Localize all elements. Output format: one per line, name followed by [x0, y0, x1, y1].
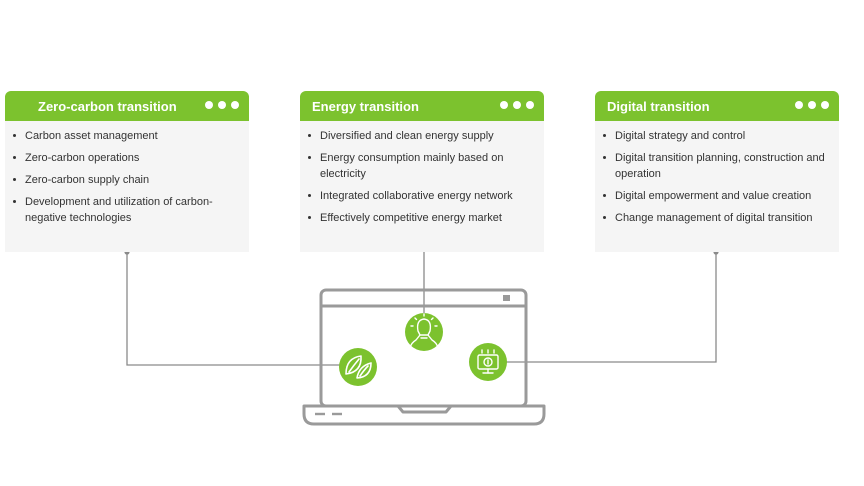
list-item: Carbon asset management — [13, 128, 239, 144]
card-title: Energy transition — [312, 98, 419, 114]
laptop-base — [302, 404, 546, 426]
camera-icon — [503, 295, 510, 301]
list-item: Change management of digital transition — [603, 210, 829, 226]
window-dots-icon — [795, 101, 829, 109]
card-list: Diversified and clean energy supply Ener… — [300, 121, 544, 226]
list-item: Zero-carbon supply chain — [13, 172, 239, 188]
list-item: Development and utilization of carbon-ne… — [13, 194, 239, 226]
list-item: Integrated collaborative energy network — [308, 188, 534, 204]
card-header: Energy transition — [300, 91, 544, 121]
list-item: Energy consumption mainly based on elect… — [308, 150, 534, 182]
card-list: Carbon asset management Zero-carbon oper… — [5, 121, 249, 226]
connector-digital — [500, 252, 717, 363]
energy-card: Energy transition Diversified and clean … — [300, 91, 544, 252]
card-title: Digital transition — [607, 98, 710, 114]
digital-screen-icon — [469, 343, 507, 381]
card-title: Zero-carbon transition — [38, 98, 177, 114]
lightbulb-icon — [405, 313, 443, 351]
list-item: Digital empowerment and value creation — [603, 188, 829, 204]
laptop-screen — [319, 288, 528, 408]
zero-carbon-card: Zero-carbon transition Carbon asset mana… — [5, 91, 249, 252]
card-list: Digital strategy and control Digital tra… — [595, 121, 839, 226]
list-item: Digital transition planning, constructio… — [603, 150, 829, 182]
list-item: Diversified and clean energy supply — [308, 128, 534, 144]
window-dots-icon — [500, 101, 534, 109]
list-item: Zero-carbon operations — [13, 150, 239, 166]
window-dots-icon — [205, 101, 239, 109]
list-item: Effectively competitive energy market — [308, 210, 534, 226]
leaf-icon — [339, 348, 377, 386]
card-header: Digital transition — [595, 91, 839, 121]
digital-card: Digital transition Digital strategy and … — [595, 91, 839, 252]
card-header: Zero-carbon transition — [5, 91, 249, 121]
connector-zero-carbon — [126, 252, 350, 366]
list-item: Digital strategy and control — [603, 128, 829, 144]
